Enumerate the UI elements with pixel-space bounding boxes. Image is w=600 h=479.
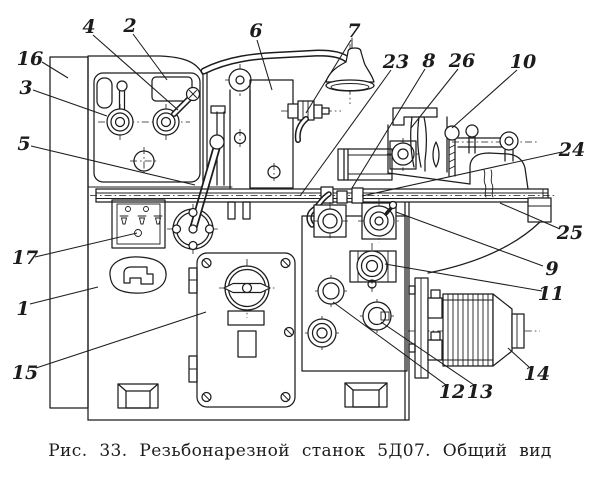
motor-flange <box>414 277 429 379</box>
callout-11: 11 <box>538 283 564 305</box>
electric-motor <box>408 277 540 379</box>
callout-23: 23 <box>382 51 409 73</box>
gear-cover <box>249 79 294 189</box>
machine-body <box>49 55 410 421</box>
callout-1: 1 <box>16 298 29 320</box>
leader-line-17 <box>34 232 138 258</box>
leader-line-7 <box>305 39 352 114</box>
electrical-panel <box>111 199 166 249</box>
callout-16: 16 <box>17 48 43 70</box>
callout-9: 9 <box>545 258 558 280</box>
leader-line-1 <box>29 286 99 305</box>
callout-8: 8 <box>421 50 435 72</box>
callout-7: 7 <box>347 20 360 42</box>
indicator-window <box>96 77 113 109</box>
leader-line-5 <box>30 145 196 186</box>
side-panel <box>49 56 89 409</box>
door-screws <box>201 257 295 403</box>
headstock <box>387 107 541 274</box>
lever-pivot <box>209 134 225 150</box>
leader-line-14 <box>507 347 530 368</box>
small-lever-knob <box>116 80 128 92</box>
callout-24: 24 <box>558 139 585 161</box>
bar-end-bracket <box>527 197 552 223</box>
push-buttons <box>119 215 163 225</box>
leader-line-15 <box>35 311 207 369</box>
callout-3: 3 <box>19 77 32 99</box>
control-knob-panel <box>301 199 408 372</box>
bed-curve <box>427 221 541 274</box>
callout-25: 25 <box>556 222 583 244</box>
stop-clamp <box>351 187 364 204</box>
leader-line-8 <box>351 68 426 189</box>
door-plate <box>227 310 265 326</box>
leader-line-2 <box>132 33 168 81</box>
lamp-shade <box>325 61 375 83</box>
callout-10: 10 <box>510 51 536 73</box>
factory-badge <box>109 256 167 294</box>
callout-4: 4 <box>82 16 95 38</box>
motor-end-bell <box>492 293 513 367</box>
callout-13: 13 <box>467 381 493 403</box>
leader-line-11 <box>384 263 543 292</box>
leader-line-3 <box>32 89 108 117</box>
base-vents <box>117 382 388 409</box>
lock-knob <box>362 301 392 331</box>
clamp-bolt <box>391 142 415 166</box>
badge-logo <box>123 266 154 285</box>
leader-line-25 <box>499 202 561 230</box>
guide-bar <box>90 186 557 228</box>
leader-line-23 <box>299 69 392 197</box>
leader-line-4 <box>92 34 179 111</box>
callout-5: 5 <box>17 133 30 155</box>
figure-caption: Рис. 33. Резьбонарезной станок 5Д07. Общ… <box>48 441 552 461</box>
ball-lever <box>171 86 201 117</box>
leader-line-10 <box>451 69 518 129</box>
column <box>206 64 294 189</box>
name-plate <box>151 76 193 102</box>
callout-15: 15 <box>12 362 38 384</box>
stud-bolt <box>444 125 460 177</box>
bar-hanger <box>227 201 236 220</box>
leader-line-16 <box>41 61 69 79</box>
cabinet-door <box>188 252 296 408</box>
callout-2: 2 <box>122 15 136 37</box>
feed-lever-assembly <box>167 134 225 254</box>
lamp-cap <box>345 47 365 63</box>
leader-line-6 <box>256 39 273 91</box>
adjust-slot <box>410 116 415 168</box>
callout-12: 12 <box>439 381 465 403</box>
leader-line-13 <box>380 321 475 386</box>
feed-cylinder <box>337 148 393 181</box>
callout-17: 17 <box>12 247 38 269</box>
indicator-button <box>134 229 142 237</box>
tailstock-bolt <box>499 131 519 151</box>
switch-knob <box>317 277 345 305</box>
spindle-chuck <box>281 100 341 143</box>
leader-line-9 <box>395 211 544 267</box>
door-hinge-top <box>188 267 198 294</box>
callout-6: 6 <box>249 20 262 42</box>
leader-line-12 <box>332 301 447 386</box>
callout-14: 14 <box>524 363 550 385</box>
belt-pulley <box>228 68 252 92</box>
upper-left-panel <box>93 72 201 183</box>
callout-26: 26 <box>448 50 475 72</box>
leader-line-24 <box>361 151 563 197</box>
leader-line-26 <box>410 68 459 129</box>
